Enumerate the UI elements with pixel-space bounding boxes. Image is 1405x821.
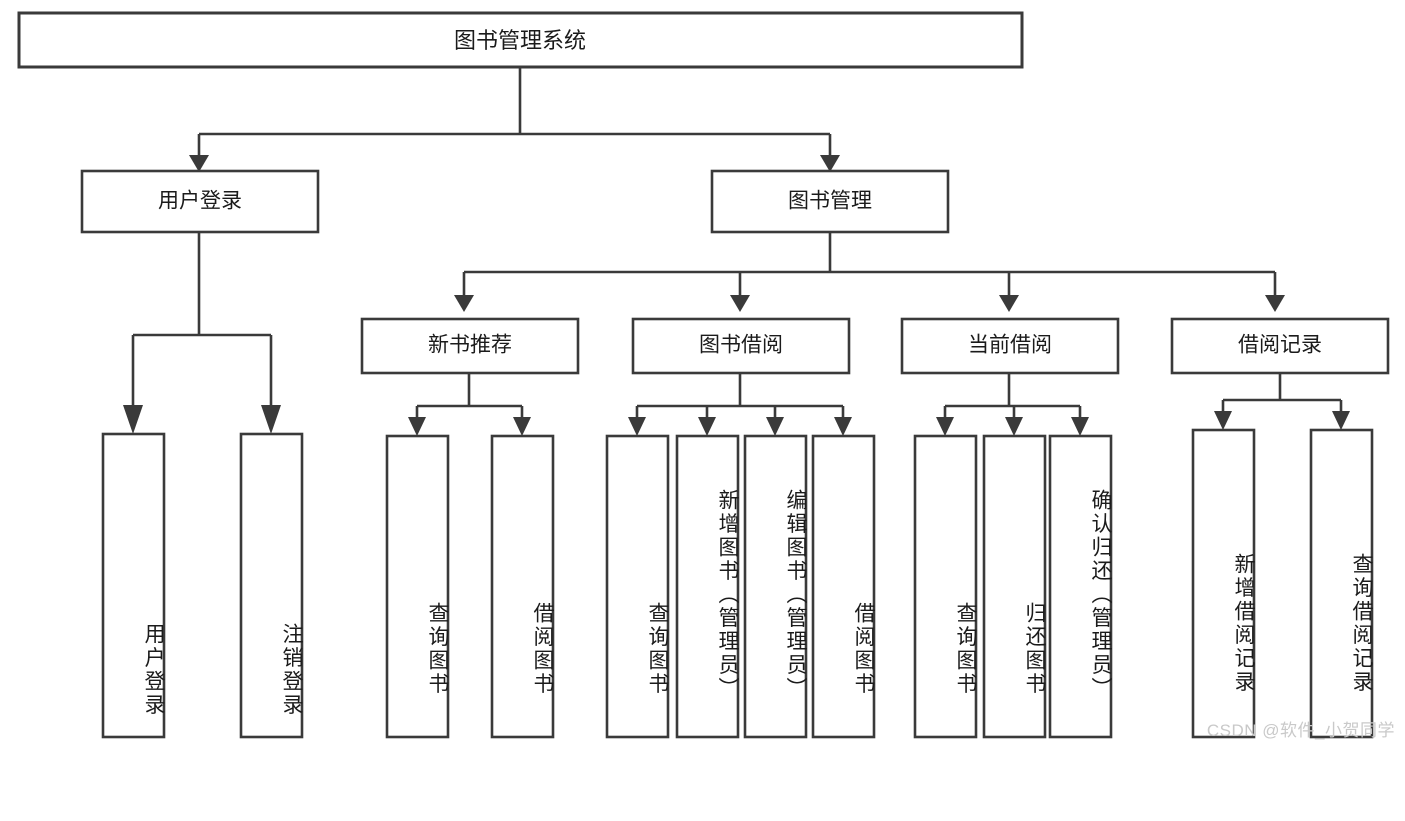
arrowhead-group	[123, 155, 1350, 436]
leaf-box-user-login-1[interactable]	[101, 432, 166, 739]
leaf-box-book-borrow-4[interactable]	[811, 434, 876, 739]
leaf-box-book-borrow-2[interactable]	[675, 434, 740, 739]
leaf-box-new-book-1[interactable]	[385, 434, 450, 739]
node-root-box[interactable]	[17, 11, 1024, 69]
csdn-watermark: CSDN @软件_小贺同学	[1206, 721, 1395, 740]
arrow-to-book-borrow	[730, 295, 750, 312]
arrow-to-userlogin-leaf1	[123, 405, 143, 434]
leaf-box-book-borrow-3[interactable]	[743, 434, 808, 739]
diagram-canvas: 图书管理系统 用户登录 图书管理 新书推荐 图书借阅 当前借阅 借阅记录	[17, 11, 1395, 740]
leaf-box-current-borrow-1[interactable]	[913, 434, 978, 739]
connector-group	[131, 67, 1343, 418]
node-borrow-record-box[interactable]	[1170, 317, 1390, 375]
arrow-to-borrow-leaf4	[834, 417, 852, 436]
node-root-label: 图书管理系统	[454, 28, 586, 53]
node-book-borrow-label: 图书借阅	[699, 334, 783, 357]
leaf-box-borrow-record-2[interactable]	[1309, 428, 1374, 739]
arrow-to-newbook-leaf2	[513, 417, 531, 436]
arrow-to-borrow-leaf1	[628, 417, 646, 436]
leaf-box-current-borrow-3[interactable]	[1048, 434, 1113, 739]
arrow-to-record-leaf1	[1214, 411, 1232, 430]
arrow-to-current-leaf2	[1005, 417, 1023, 436]
arrow-to-current-leaf3	[1071, 417, 1089, 436]
arrow-to-borrow-leaf3	[766, 417, 784, 436]
tree-diagram-svg: 图书管理系统 用户登录 图书管理 新书推荐 图书借阅 当前借阅 借阅记录	[17, 11, 1390, 739]
leaf-box-book-borrow-1[interactable]	[605, 434, 670, 739]
node-borrow-record-label: 借阅记录	[1238, 334, 1322, 357]
leaf-box-borrow-record-1[interactable]	[1191, 428, 1256, 739]
node-user-login-box[interactable]	[80, 169, 320, 234]
arrow-to-current-borrow	[999, 295, 1019, 312]
arrow-to-book-mgmt	[820, 155, 840, 172]
arrow-to-borrow-record	[1265, 295, 1285, 312]
leaf-box-new-book-2[interactable]	[490, 434, 555, 739]
arrow-to-record-leaf2	[1332, 411, 1350, 430]
node-current-borrow-label: 当前借阅	[968, 334, 1052, 357]
arrow-to-newbook-leaf1	[408, 417, 426, 436]
arrow-to-userlogin-leaf2	[261, 405, 281, 434]
node-user-login-label: 用户登录	[158, 190, 242, 213]
leaf-box-current-borrow-2[interactable]	[982, 434, 1047, 739]
node-book-management-box[interactable]	[710, 169, 950, 234]
leaf-box-user-login-2[interactable]	[239, 432, 304, 739]
node-group: 图书管理系统 用户登录 图书管理 新书推荐 图书借阅 当前借阅 借阅记录	[17, 11, 1390, 739]
node-book-management-label: 图书管理	[788, 190, 872, 213]
node-new-book-recommend-box[interactable]	[360, 317, 580, 375]
node-new-book-recommend-label: 新书推荐	[428, 334, 512, 357]
node-book-borrow-box[interactable]	[631, 317, 851, 375]
arrow-to-borrow-leaf2	[698, 417, 716, 436]
arrow-to-user-login	[189, 155, 209, 172]
node-current-borrow-box[interactable]	[900, 317, 1120, 375]
arrow-to-current-leaf1	[936, 417, 954, 436]
arrow-to-newbook	[454, 295, 474, 312]
